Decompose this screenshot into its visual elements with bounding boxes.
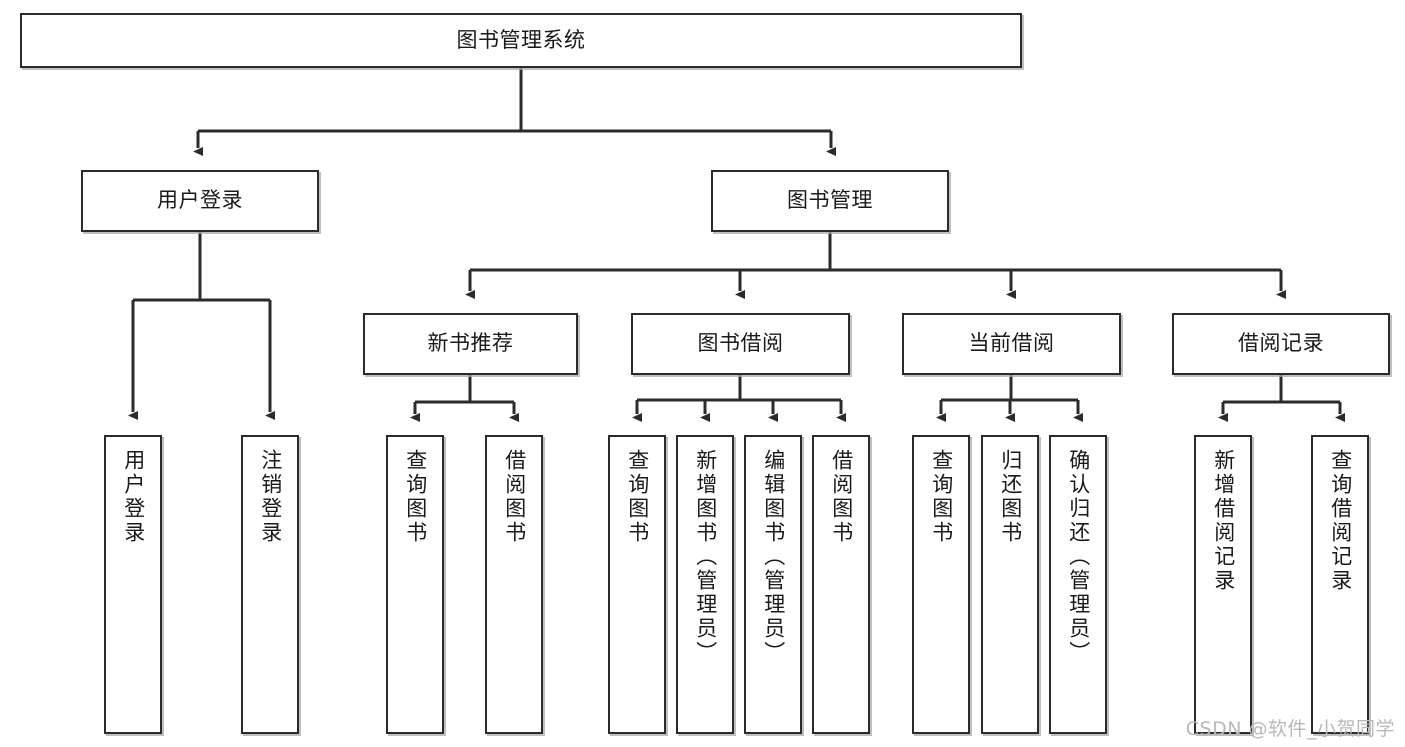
- node-leaf-add-book[interactable]: 新增图书（管理员）: [676, 435, 734, 734]
- node-new-book-rec-label: 新书推荐: [427, 331, 514, 356]
- node-borrow-record[interactable]: 借阅记录: [1172, 313, 1390, 375]
- node-leaf-add-borrow-record[interactable]: 新增借阅记录: [1194, 435, 1252, 734]
- node-leaf-add-borrow-record-label: 新增借阅记录: [1211, 449, 1236, 593]
- node-leaf-return-book-label: 归还图书: [998, 449, 1023, 545]
- node-leaf-return-book[interactable]: 归还图书: [981, 435, 1039, 734]
- node-leaf-borrow-book-1-label: 借阅图书: [502, 449, 527, 545]
- node-leaf-query-borrow-record-label: 查询借阅记录: [1328, 449, 1353, 593]
- node-leaf-query-book-3-label: 查询图书: [929, 449, 954, 545]
- node-book-manage-label: 图书管理: [787, 188, 873, 213]
- node-current-borrow[interactable]: 当前借阅: [902, 313, 1121, 375]
- node-leaf-confirm-return[interactable]: 确认归还（管理员）: [1049, 435, 1107, 734]
- node-leaf-confirm-return-label: 确认归还（管理员）: [1066, 449, 1091, 665]
- node-user-login[interactable]: 用户登录: [81, 170, 319, 232]
- node-leaf-query-borrow-record[interactable]: 查询借阅记录: [1311, 435, 1369, 734]
- node-leaf-edit-book[interactable]: 编辑图书（管理员）: [744, 435, 802, 734]
- node-current-borrow-label: 当前借阅: [968, 331, 1055, 356]
- node-leaf-logout-label: 注销登录: [258, 449, 283, 545]
- node-root[interactable]: 图书管理系统: [20, 13, 1022, 68]
- node-root-label: 图书管理系统: [456, 27, 586, 52]
- node-leaf-query-book-3[interactable]: 查询图书: [912, 435, 970, 734]
- node-leaf-logout[interactable]: 注销登录: [241, 435, 299, 734]
- watermark-text: CSDN @软件_小贺同学: [1185, 718, 1395, 740]
- node-leaf-add-book-label: 新增图书（管理员）: [693, 449, 718, 665]
- node-leaf-query-book-1[interactable]: 查询图书: [386, 435, 444, 734]
- node-leaf-borrow-book-2-label: 借阅图书: [829, 449, 854, 545]
- node-leaf-query-book-2[interactable]: 查询图书: [608, 435, 666, 734]
- node-book-manage[interactable]: 图书管理: [711, 170, 949, 232]
- node-leaf-borrow-book-1[interactable]: 借阅图书: [485, 435, 543, 734]
- node-user-login-label: 用户登录: [157, 188, 243, 213]
- node-borrow-record-label: 借阅记录: [1238, 331, 1324, 356]
- node-leaf-borrow-book-2[interactable]: 借阅图书: [812, 435, 870, 734]
- node-leaf-edit-book-label: 编辑图书（管理员）: [761, 449, 786, 665]
- node-new-book-rec[interactable]: 新书推荐: [363, 313, 578, 375]
- node-leaf-query-book-1-label: 查询图书: [403, 449, 428, 545]
- node-book-borrow-label: 图书借阅: [697, 331, 784, 356]
- node-leaf-query-book-2-label: 查询图书: [625, 449, 650, 545]
- node-leaf-user-login[interactable]: 用户登录: [104, 435, 162, 734]
- node-book-borrow[interactable]: 图书借阅: [631, 313, 850, 375]
- node-leaf-user-login-label: 用户登录: [121, 449, 146, 545]
